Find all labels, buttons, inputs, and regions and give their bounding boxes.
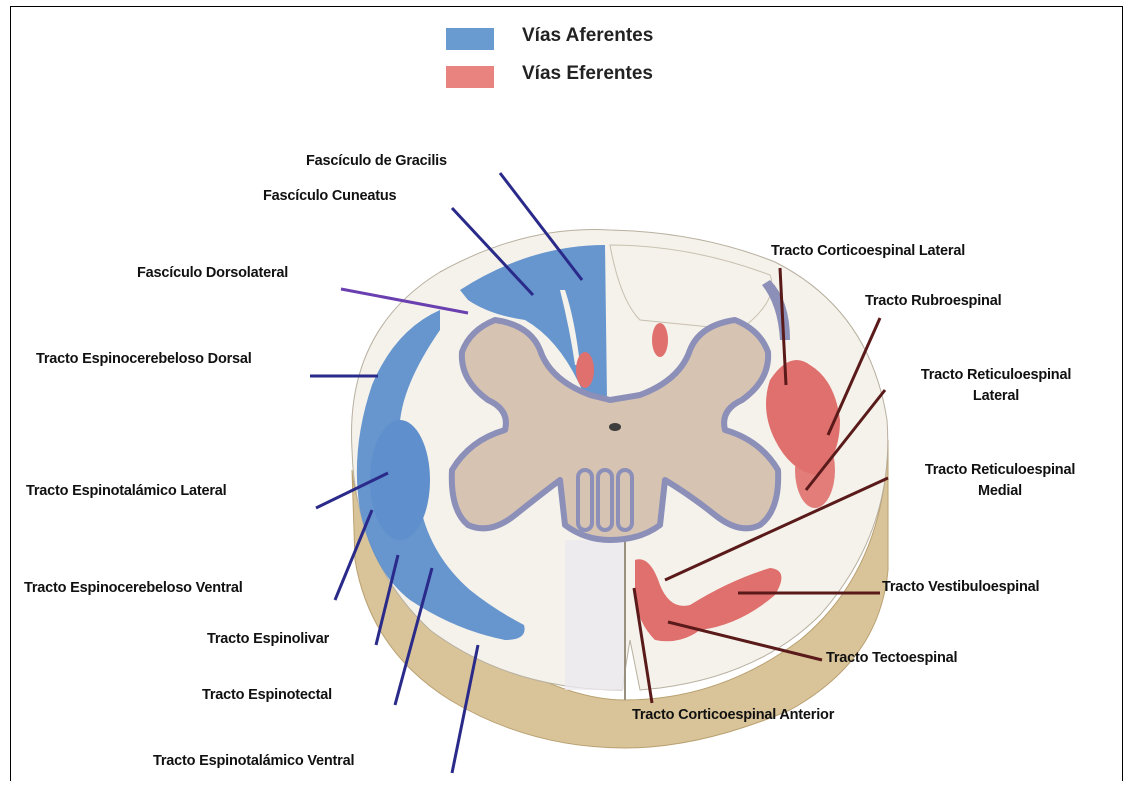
anterior-gray-bar-3 [618,470,632,530]
label-fasciculo-cuneatus: Fascículo Cuneatus [263,188,396,204]
legend-efferent-swatch [446,66,494,88]
label-reticuloespinal-medial-line1: Tracto Reticuloespinal [890,462,1110,478]
dorsal-red-oval-right [652,323,668,357]
afferent-spinothalamic-area [370,420,430,540]
label-corticoespinal-lateral: Tracto Corticoespinal Lateral [771,243,965,259]
anterior-gray-bar-2 [598,470,612,530]
label-rubroespinal: Tracto Rubroespinal [865,293,1001,309]
legend-efferent-label: Vías Eferentes [522,63,653,85]
central-canal [609,423,621,431]
anterior-fissure [565,540,625,690]
label-fasciculo-gracilis: Fascículo de Gracilis [306,153,447,169]
label-tectoespinal: Tracto Tectoespinal [826,650,957,666]
anterior-gray-bar-1 [578,470,592,530]
label-reticuloespinal-medial-line2: Medial [890,483,1110,499]
label-fasciculo-dorsolateral: Fascículo Dorsolateral [137,265,288,281]
label-reticuloespinal-lateral-line2: Lateral [886,388,1106,404]
label-reticuloespinal-lateral-line1: Tracto Reticuloespinal [886,367,1106,383]
legend-afferent-label: Vías Aferentes [522,25,653,47]
label-espinotalamico-lateral: Tracto Espinotalámico Lateral [26,483,227,499]
label-corticoespinal-anterior: Tracto Corticoespinal Anterior [632,707,834,723]
label-espinotalamico-ventral: Tracto Espinotalámico Ventral [153,753,354,769]
legend-afferent-swatch [446,28,494,50]
dorsal-red-oval-left [576,352,594,388]
label-espinocerebeloso-ventral: Tracto Espinocerebeloso Ventral [24,580,243,596]
label-espinocerebeloso-dorsal: Tracto Espinocerebeloso Dorsal [36,351,252,367]
efferent-reticulo-lateral [795,432,835,508]
label-espinolivar: Tracto Espinolivar [207,631,329,647]
label-vestibuloespinal: Tracto Vestibuloespinal [882,579,1039,595]
label-espinotectal: Tracto Espinotectal [202,687,332,703]
